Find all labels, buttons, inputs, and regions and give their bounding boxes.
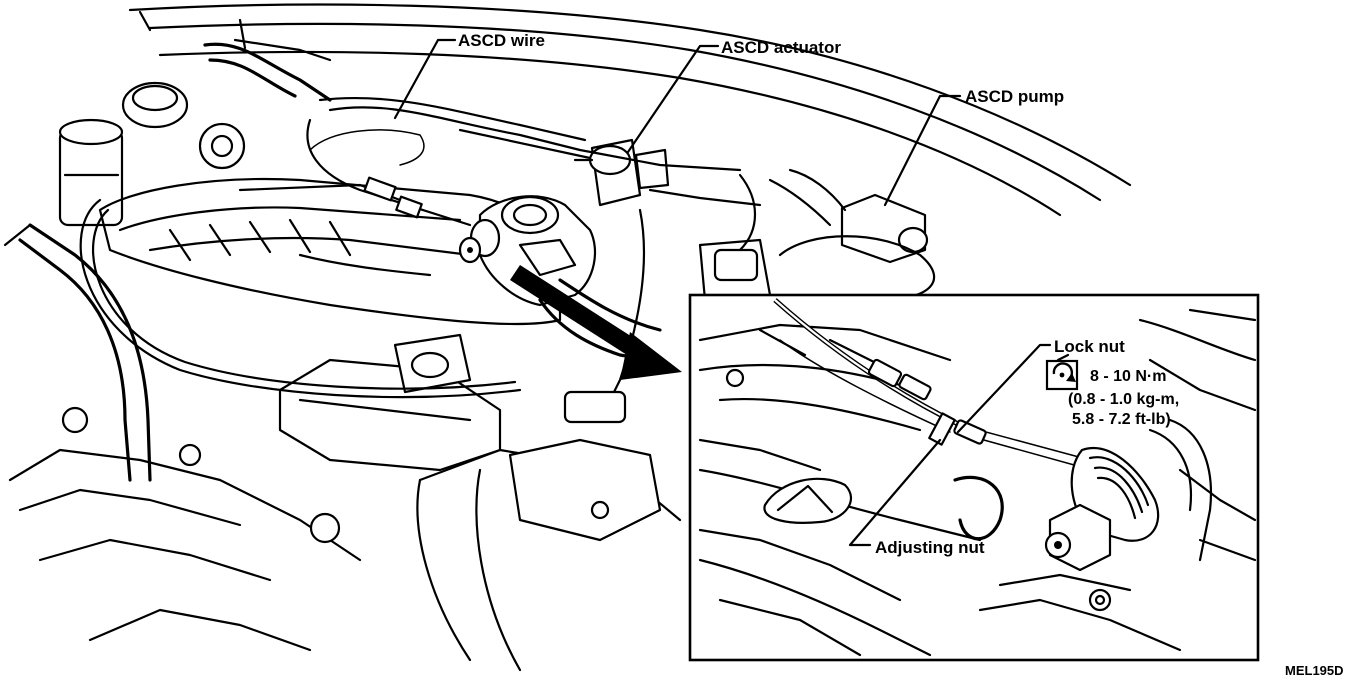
callout-labels: ASCD wire ASCD actuator ASCD pump Lock n… xyxy=(458,31,1344,678)
label-ascd-wire: ASCD wire xyxy=(458,31,545,50)
figure-code: MEL195D xyxy=(1285,663,1344,678)
torque-wrench-icon xyxy=(1045,359,1079,391)
zoom-arrow-icon xyxy=(510,265,682,380)
infiniti-logo xyxy=(763,477,852,524)
label-lock-nut: Lock nut xyxy=(1054,337,1125,356)
label-ascd-pump: ASCD pump xyxy=(965,87,1064,106)
label-ascd-actuator: ASCD actuator xyxy=(721,38,841,57)
label-adjusting-nut: Adjusting nut xyxy=(875,538,985,557)
label-torque-nm: 8 - 10 N·m xyxy=(1090,368,1166,385)
label-torque-kgm: (0.8 - 1.0 kg-m, xyxy=(1068,391,1179,408)
leader-lines xyxy=(393,38,1070,547)
detail-inset xyxy=(688,293,1260,662)
engine-bay-illustration xyxy=(3,3,1132,672)
label-torque-ftlb: 5.8 - 7.2 ft-lb) xyxy=(1072,411,1171,428)
